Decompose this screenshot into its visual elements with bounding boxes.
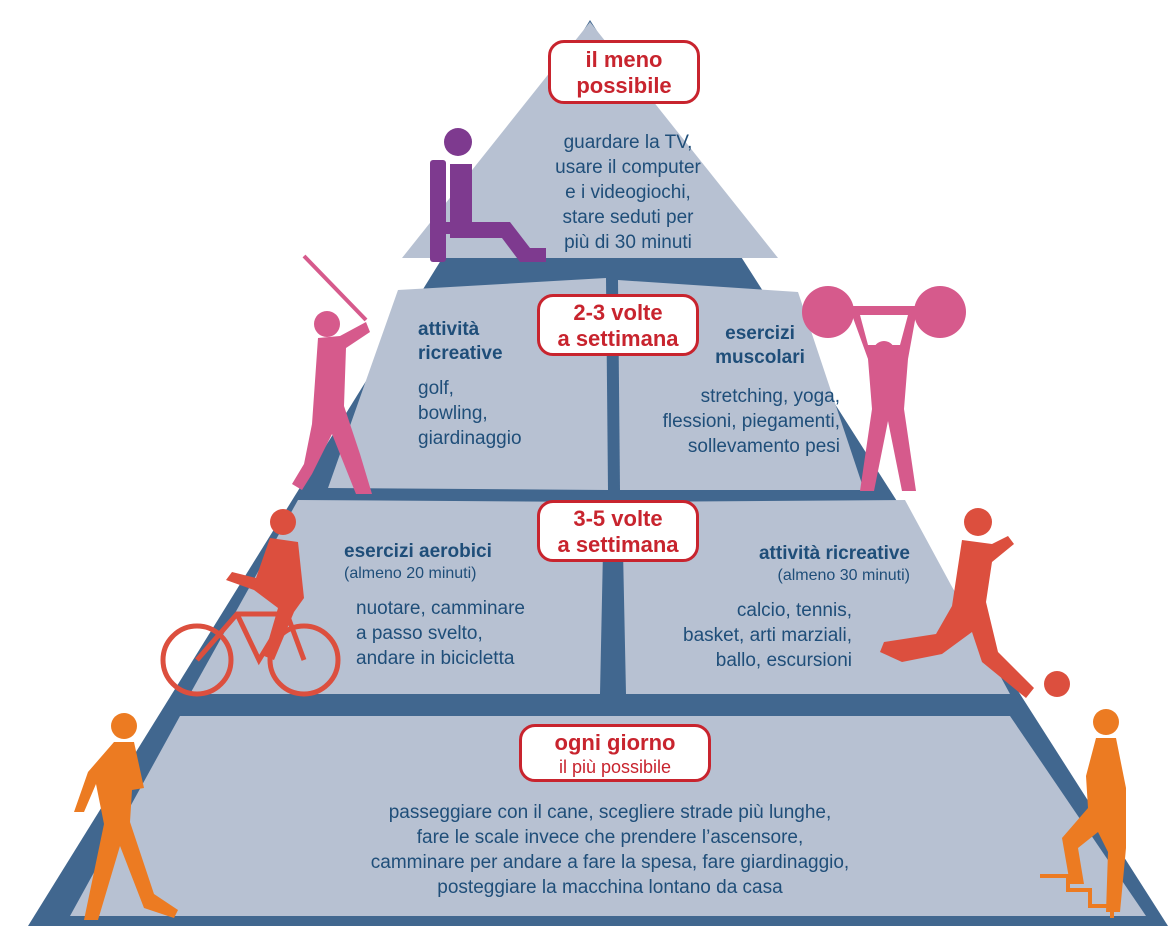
second-left-line-3: giardinaggio	[418, 426, 568, 451]
third-right-line-2: basket, arti marziali,	[640, 623, 852, 648]
third-right-line-3: ballo, escursioni	[640, 648, 852, 673]
third-right-activities: calcio, tennis, basket, arti marziali, b…	[640, 598, 852, 673]
second-left-line-1: golf,	[418, 376, 568, 401]
top-line-2: usare il computer	[536, 155, 720, 180]
second-right-line-3: sollevamento pesi	[630, 434, 840, 459]
base-line-2: fare le scale invece che prendere l’asce…	[330, 825, 890, 850]
base-frequency-badge: ogni giorno il più possibile	[519, 724, 711, 782]
top-badge-line1: il meno	[551, 47, 697, 73]
top-line-1: guardare la TV,	[536, 130, 720, 155]
second-right-title-1: esercizi	[690, 322, 830, 346]
top-frequency-badge: il meno possibile	[548, 40, 700, 104]
base-activities: passeggiare con il cane, scegliere strad…	[330, 800, 890, 900]
third-right-note: (almeno 30 minuti)	[700, 566, 910, 586]
second-right-line-1: stretching, yoga,	[630, 384, 840, 409]
top-line-5: più di 30 minuti	[536, 230, 720, 255]
third-right-title: attività ricreative	[700, 542, 910, 566]
top-line-4: stare seduti per	[536, 205, 720, 230]
base-line-3: camminare per andare a fare la spesa, fa…	[330, 850, 890, 875]
third-frequency-badge: 3-5 volte a settimana	[537, 500, 699, 562]
second-left-title: attività ricreative	[418, 318, 568, 366]
second-left-activities: golf, bowling, giardinaggio	[418, 376, 568, 451]
base-line-1: passeggiare con il cane, scegliere strad…	[330, 800, 890, 825]
third-badge-line1: 3-5 volte	[540, 506, 696, 532]
base-badge-title: ogni giorno	[522, 730, 708, 756]
second-left-title-1: attività	[418, 318, 568, 342]
third-left-line-1: nuotare, camminare	[356, 596, 586, 621]
second-right-title-2: muscolari	[690, 346, 830, 370]
top-line-3: e i videogiochi,	[536, 180, 720, 205]
second-right-title: esercizi muscolari	[690, 322, 830, 370]
second-right-line-2: flessioni, piegamenti,	[630, 409, 840, 434]
third-left-title: esercizi aerobici	[344, 540, 544, 564]
second-right-activities: stretching, yoga, flessioni, piegamenti,…	[630, 384, 840, 459]
third-left-line-3: andare in bicicletta	[356, 646, 586, 671]
third-badge-line2: a settimana	[540, 532, 696, 558]
top-activities: guardare la TV, usare il computer e i vi…	[536, 130, 720, 255]
second-left-line-2: bowling,	[418, 401, 568, 426]
base-badge-sub: il più possibile	[522, 756, 708, 778]
third-left-activities: nuotare, camminare a passo svelto, andar…	[356, 596, 586, 671]
second-left-title-2: ricreative	[418, 342, 568, 366]
third-left-note: (almeno 20 minuti)	[344, 564, 544, 584]
base-line-4: posteggiare la macchina lontano da casa	[330, 875, 890, 900]
third-right-line-1: calcio, tennis,	[640, 598, 852, 623]
top-badge-line2: possibile	[551, 73, 697, 99]
third-left-line-2: a passo svelto,	[356, 621, 586, 646]
